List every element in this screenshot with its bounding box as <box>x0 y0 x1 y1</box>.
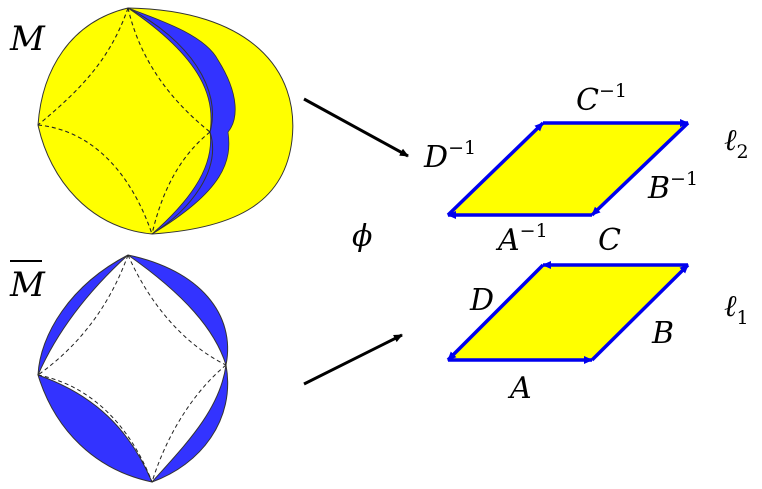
label-level-l2-sub: 2 <box>737 141 749 163</box>
label-level-l1: ℓ1 <box>724 289 749 329</box>
label-top-A-inverse: A−1 <box>495 220 548 258</box>
label-surface-M: M <box>9 19 46 59</box>
arrow-bottom-map <box>303 333 403 386</box>
label-top-B-inverse: B−1 <box>647 168 698 206</box>
label-map-phi: ϕ <box>352 219 372 254</box>
label-level-l1-sub: 1 <box>737 307 749 329</box>
surface-M-bar-lobe-lower-right <box>151 364 229 483</box>
label-top-A-inverse-base: A <box>495 223 520 258</box>
label-top-C-inverse-base: C <box>576 83 599 118</box>
surface-M-front-edge <box>127 7 214 235</box>
edge-top-D-inverse <box>446 121 545 217</box>
label-bottom-D: D <box>469 283 494 318</box>
parallelogram-top-fill <box>448 123 688 215</box>
surface-M-bar <box>37 254 229 483</box>
label-bottom-A: A <box>507 371 532 406</box>
surface-M-blue-strip <box>127 7 236 235</box>
label-top-D-inverse: D−1 <box>423 137 476 175</box>
surface-M-body <box>37 7 294 235</box>
arrow-top-map <box>303 97 409 158</box>
label-level-l2: ℓ2 <box>724 123 749 163</box>
label-top-corner-C: C <box>598 223 621 258</box>
surface-M-bar-lobe-lower-left <box>37 374 153 483</box>
label-level-l2-base: ℓ <box>724 123 737 158</box>
parallelogram-bottom <box>446 261 690 364</box>
label-top-B-inverse-exp: −1 <box>670 168 698 190</box>
label-top-A-inverse-exp: −1 <box>520 220 548 242</box>
parallelogram-bottom-fill <box>448 265 688 360</box>
surface-M-bar-lobe-upper-right <box>127 254 228 366</box>
label-surface-M-bar: M <box>9 265 46 305</box>
parallelogram-top <box>446 119 690 219</box>
surface-M-bar-dashed-edges <box>37 254 227 483</box>
label-bottom-B: B <box>651 316 674 351</box>
label-top-C-inverse-exp: −1 <box>599 80 627 102</box>
edge-bottom-D <box>446 263 545 362</box>
label-level-l1-base: ℓ <box>724 289 737 324</box>
edge-bottom-B <box>590 263 690 362</box>
label-top-B-inverse-base: B <box>647 171 670 206</box>
surface-M-bar-lobe-upper-left <box>37 254 129 376</box>
edge-top-B-inverse <box>590 121 690 217</box>
label-top-D-inverse-base: D <box>423 140 448 175</box>
label-top-C-inverse: C−1 <box>576 80 627 118</box>
surface-M <box>37 7 294 235</box>
label-top-D-inverse-exp: −1 <box>448 137 476 159</box>
